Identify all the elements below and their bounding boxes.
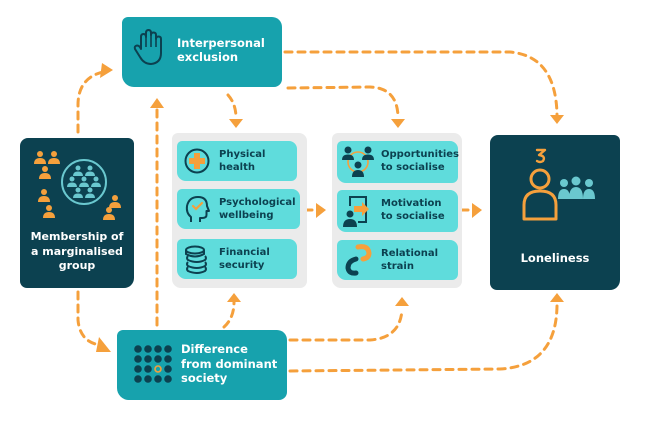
financial-security-line2: security [219,259,265,271]
node-membership-marginalised-group[interactable]: Membership of a marginalised group [20,138,134,288]
arrowhead [100,63,113,78]
person-icon [39,166,51,179]
arrowhead [96,337,111,352]
dot-grid-icon [134,345,172,383]
node-difference-from-dominant-society[interactable]: Difference from dominant society [117,330,287,400]
person-icon [48,151,60,164]
arrowhead [395,297,409,306]
panel-wellbeing-factors: Physical health Psychological wellbeing … [172,133,307,288]
person-icon [103,207,115,220]
health-cross-icon [184,148,210,174]
arrowhead [550,293,564,302]
head-check-icon [185,196,210,222]
person-arrow-icon [343,196,369,227]
arrow-membership-to-difference [76,290,102,347]
loneliness-label: Loneliness [520,251,590,265]
card-motivation-to-socialise[interactable]: Motivation to socialise [337,190,458,232]
physical-health-line2: health [219,161,255,173]
arrowhead [150,98,164,108]
motivation-line1: Motivation [381,198,442,209]
arrow-interpersonal-to-social [286,85,400,120]
relational-line2: strain [381,260,414,272]
physical-health-line1: Physical [219,149,266,160]
arrowhead [472,203,482,218]
difference-line1: Difference [181,342,248,356]
psychological-wellbeing-line2: wellbeing [219,209,274,221]
card-financial-security[interactable]: Financial security [177,239,297,279]
arrowhead [229,119,243,128]
people-network-icon [342,146,374,177]
opportunities-line1: Opportunities [381,149,460,160]
motivation-line2: to socialise [381,210,445,222]
card-physical-health[interactable]: Physical health [177,141,297,181]
financial-security-line1: Financial [219,247,270,258]
arrowhead [391,119,405,128]
person-icon [109,195,121,208]
arrow-membership-to-interpersonal [76,70,105,134]
arrow-difference-to-loneliness [288,304,559,373]
opportunities-line2: to socialise [381,161,445,173]
card-opportunities-to-socialise[interactable]: Opportunities to socialise [337,141,460,183]
arrow-interpersonal-to-wellbeing [226,93,238,120]
person-icon [34,151,46,164]
arrowhead [227,293,241,302]
arrow-difference-to-wellbeing [222,300,236,329]
psychological-wellbeing-line1: Psychological [219,197,296,208]
raised-hand-icon [133,29,162,65]
card-relational-strain[interactable]: Relational strain [337,240,458,280]
arrow-difference-to-social [288,308,404,342]
magnet-icon [345,244,372,276]
marginalised-group-icon [34,151,121,220]
interpersonal-line2: exclusion [177,50,239,64]
difference-line3: society [181,371,228,385]
node-loneliness[interactable]: Loneliness [490,135,620,290]
person-icon [38,189,50,202]
arrow-interpersonal-to-loneliness [283,50,559,117]
lonely-person-icon [522,148,595,221]
arrowhead [550,115,564,124]
coins-icon [185,245,207,274]
interpersonal-line1: Interpersonal [177,36,265,50]
membership-label: Membership of a marginalised group [30,230,124,272]
difference-line2: from dominant [181,356,278,371]
card-psychological-wellbeing[interactable]: Psychological wellbeing [177,189,300,229]
relational-line1: Relational [381,248,439,259]
node-interpersonal-exclusion[interactable]: Interpersonal exclusion [122,17,282,87]
arrowhead [316,203,326,218]
panel-social-factors: Opportunities to socialise Motivation to… [332,133,462,288]
person-icon [43,205,55,218]
